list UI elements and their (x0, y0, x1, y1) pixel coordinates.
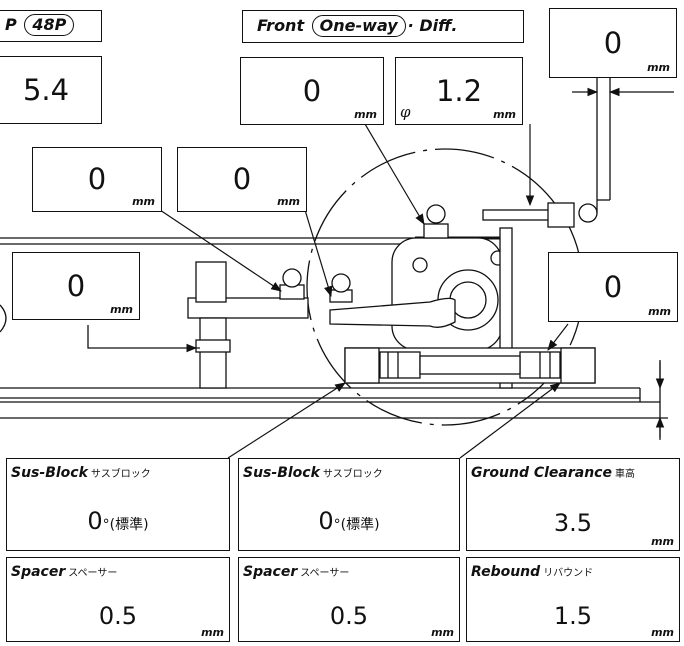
sus-block-deg-2: ° (333, 517, 341, 533)
left-mid-unit: mm (110, 303, 133, 316)
right-gauge-unit: mm (647, 61, 670, 74)
sus-block-note-1: (標準) (109, 517, 149, 533)
left-mid-box: 0 mm (12, 252, 140, 320)
leader-susblock1 (227, 382, 346, 459)
pinion-prefix-fragment: P (5, 15, 17, 34)
spacer-value-1: 0.5 (98, 602, 138, 630)
shaft-diameter-box: φ 1.2 mm (395, 57, 523, 125)
upper-left-box-1: 0 mm (32, 147, 162, 212)
phi-symbol: φ (400, 103, 411, 121)
upper-left-value-1: 0 (87, 162, 107, 196)
sus-block-jp-2: サスブロック (322, 469, 383, 480)
front-oneway-diff-header: Front One-way· Diff. (242, 10, 524, 43)
rebound-value: 1.5 (553, 602, 593, 630)
sus-block-en-1: Sus-Block (11, 465, 88, 481)
oneway-pill: One-way (311, 15, 406, 37)
leader-box2 (304, 209, 333, 298)
right-mid-box: 0 mm (548, 252, 678, 322)
leader-camber (364, 123, 425, 225)
shaft-diameter-value: 1.2 (435, 74, 483, 108)
spacer-jp-2: スペーサー (300, 568, 350, 579)
sus-block-value-1: 0 (87, 507, 103, 535)
leader-box1 (159, 209, 282, 292)
pinion-pill: 48P (24, 14, 75, 36)
leader-susblock2 (459, 382, 561, 459)
front-camber-unit: mm (354, 108, 377, 121)
spacer-en-1: Spacer (11, 564, 66, 580)
right-mid-value: 0 (603, 270, 623, 304)
ground-clearance-unit: mm (651, 535, 674, 548)
rebound-jp: リバウンド (543, 568, 594, 579)
upper-left-unit-1: mm (132, 195, 155, 208)
front-camber-box: 0 mm (240, 57, 384, 125)
ground-clearance-jp: 車高 (614, 469, 635, 480)
upper-left-box-2: 0 mm (177, 147, 307, 212)
upper-arm-block (187, 297, 309, 319)
ground-clearance-en: Ground Clearance (471, 465, 612, 481)
spacer-en-2: Spacer (243, 564, 298, 580)
diff-label: Diff. (419, 16, 458, 35)
spacer-value-2: 0.5 (329, 602, 369, 630)
sus-block-value-row-2: 0°(標準) (239, 507, 459, 535)
front-label: Front (257, 16, 305, 35)
sus-block-jp-1: サスブロック (90, 469, 151, 480)
right-mid-unit: mm (648, 305, 671, 318)
rebound-unit: mm (651, 626, 674, 639)
leader-rightmid (547, 323, 569, 351)
sus-block-value-2: 0 (318, 507, 334, 535)
gear-ratio-box: 5.4 (0, 56, 102, 124)
sus-block-note-2: (標準) (340, 517, 380, 533)
right-gauge-box: 0 mm (549, 8, 677, 78)
gear-ratio-value: 5.4 (22, 73, 70, 107)
spacer-jp-1: スペーサー (68, 568, 118, 579)
spacer-unit-1: mm (201, 626, 224, 639)
front-camber-value: 0 (302, 74, 322, 108)
upper-left-value-2: 0 (232, 162, 252, 196)
left-mid-value: 0 (66, 269, 86, 303)
pinion-header: P 48P (0, 10, 102, 42)
rebound-en: Rebound (471, 564, 541, 580)
sus-block-value-row-1: 0°(標準) (7, 507, 229, 535)
sus-block-en-2: Sus-Block (243, 465, 320, 481)
right-gauge-value: 0 (603, 26, 623, 60)
shaft-diameter-unit: mm (493, 108, 516, 121)
upper-left-unit-2: mm (277, 195, 300, 208)
spacer-unit-2: mm (431, 626, 454, 639)
ground-clearance-value: 3.5 (553, 509, 593, 537)
sus-block-deg-1: ° (102, 517, 110, 533)
